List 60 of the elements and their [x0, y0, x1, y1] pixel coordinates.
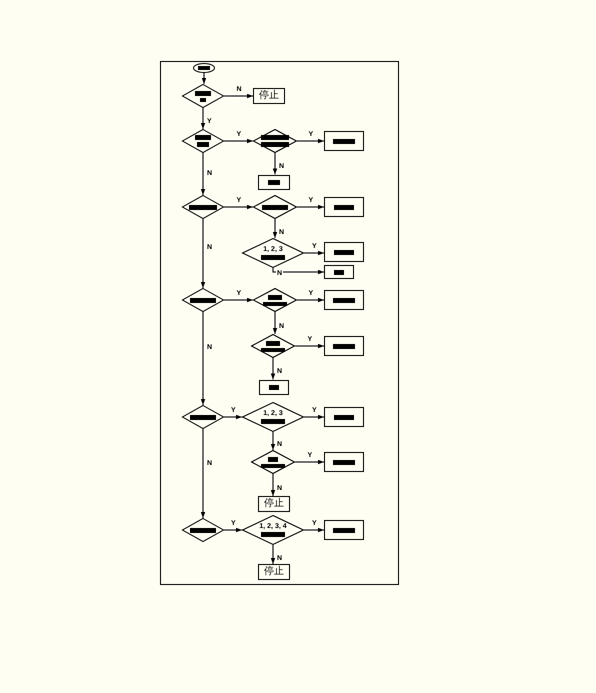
decision-diamond: [182, 195, 224, 219]
arrow: [270, 432, 276, 450]
node-label: 停止: [264, 567, 284, 577]
arrow: [224, 528, 242, 532]
decision-diamond: [242, 238, 304, 268]
arrow: [294, 344, 324, 348]
decision-diamond: [242, 515, 304, 545]
arrow: [270, 358, 276, 380]
arrow: [294, 460, 324, 464]
process-box: [258, 174, 290, 190]
node-label: 停止: [264, 499, 284, 509]
arrow: [200, 108, 206, 130]
arrow: [224, 138, 254, 144]
process-box: [324, 265, 354, 279]
arrow: [272, 152, 278, 175]
arrow: [272, 268, 324, 274]
arrow: [270, 544, 276, 564]
arrow: [200, 428, 206, 518]
arrow: [272, 312, 278, 334]
arrow: [304, 414, 324, 420]
decision-diamond: [251, 334, 295, 358]
arrow: [272, 218, 278, 238]
arrow: [296, 204, 324, 210]
decision-diamond: [182, 129, 224, 153]
node-label: 停止: [259, 91, 279, 101]
arrow: [200, 218, 206, 288]
arrow: [296, 298, 324, 302]
arrow: [270, 474, 276, 496]
process-box: [324, 131, 364, 151]
decision-diamond: [182, 405, 224, 429]
arrow: [200, 312, 206, 406]
arrow: [200, 152, 206, 196]
process-box: [324, 197, 364, 217]
arrow: [202, 72, 206, 84]
process-box: [324, 242, 364, 262]
decision-diamond: [242, 402, 304, 432]
decision-diamond: [182, 84, 224, 108]
process-box: [324, 336, 364, 356]
process-box: [258, 564, 290, 580]
process-box: [253, 88, 285, 104]
process-box: [259, 380, 289, 394]
process-box: [324, 452, 364, 472]
arrow: [304, 250, 324, 256]
start-oval: [193, 63, 215, 73]
arrow: [224, 414, 242, 420]
arrow: [224, 94, 254, 98]
arrow: [304, 528, 324, 532]
decision-diamond: [253, 129, 297, 153]
arrow: [296, 138, 324, 144]
process-box: [258, 496, 290, 512]
arrow: [224, 298, 254, 302]
decision-diamond: [182, 518, 224, 542]
process-box: [324, 290, 364, 310]
decision-diamond: [182, 288, 224, 312]
arrow: [224, 204, 254, 210]
process-box: [324, 407, 364, 427]
decision-diamond: [251, 450, 295, 474]
decision-diamond: [253, 195, 297, 219]
decision-diamond: [253, 288, 297, 312]
process-box: [324, 520, 364, 540]
